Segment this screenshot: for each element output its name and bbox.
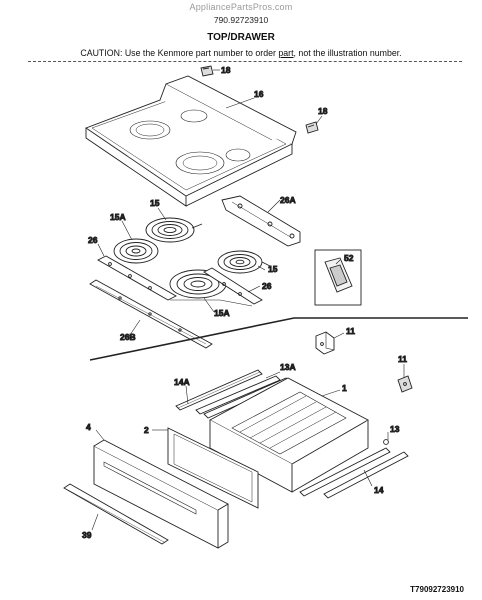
diagram-code: T79092723910 xyxy=(410,585,464,594)
callout-39: 39 xyxy=(82,530,92,540)
clip-part-18-right xyxy=(305,121,319,134)
trim-part-39 xyxy=(63,483,169,545)
drawer-front-part-4 xyxy=(93,439,229,549)
callout-13a: 13A xyxy=(280,362,296,372)
callout-26-left: 26 xyxy=(88,235,98,245)
callout-15a-bottom: 15A xyxy=(214,308,230,318)
callout-52: 52 xyxy=(344,253,354,263)
slide-part-13 xyxy=(299,439,391,497)
callout-11-top: 11 xyxy=(346,326,355,336)
callout-13: 13 xyxy=(390,424,400,434)
rail-part-26-right xyxy=(170,267,263,307)
bracket-part-11-right xyxy=(397,375,413,393)
element-part-15a-top xyxy=(113,238,159,264)
callout-11-right: 11 xyxy=(398,354,407,364)
element-part-15-right xyxy=(217,250,271,274)
header-divider xyxy=(28,61,462,62)
page-title: TOP/DRAWER xyxy=(207,32,275,43)
watermark-text: AppliancePartsPros.com xyxy=(189,2,293,12)
callout-4: 4 xyxy=(86,422,91,432)
caution-text-end: , not the illustration number. xyxy=(293,48,402,58)
clip-part-18-top xyxy=(200,65,214,77)
rail-part-14a xyxy=(175,369,263,411)
leader-lines xyxy=(91,69,405,531)
callout-15-top: 15 xyxy=(150,198,160,208)
rail-part-26-left xyxy=(97,255,177,301)
callout-14a: 14A xyxy=(174,377,190,387)
callout-16: 16 xyxy=(254,89,264,99)
callout-18-right: 18 xyxy=(318,106,328,116)
callout-18-top: 18 xyxy=(221,65,231,75)
bracket-part-26a xyxy=(221,195,301,247)
callout-26-right: 26 xyxy=(262,281,272,291)
section-divider xyxy=(89,317,468,361)
callout-14: 14 xyxy=(374,485,384,495)
bracket-part-11-top xyxy=(315,331,335,355)
model-number: 790.92723910 xyxy=(213,15,269,25)
caution-text-start: CAUTION: Use the Kenmore part number to … xyxy=(80,48,279,58)
callout-15a-top: 15A xyxy=(110,212,126,222)
control-part-52 xyxy=(314,249,362,306)
caution-note: CAUTION: Use the Kenmore part number to … xyxy=(0,48,482,58)
callout-26a: 26A xyxy=(280,195,296,205)
callout-26b: 26B xyxy=(120,332,136,342)
part-link[interactable]: part xyxy=(278,48,294,58)
drawer-body-part-1 xyxy=(209,377,369,493)
slide-part-14 xyxy=(323,451,409,499)
callout-15-right: 15 xyxy=(268,264,278,274)
drawer-panel-part-2 xyxy=(167,427,259,509)
callout-1: 1 xyxy=(342,383,347,393)
callout-2: 2 xyxy=(144,425,149,435)
cooktop-part-16 xyxy=(85,75,297,207)
element-part-15-top xyxy=(145,217,203,243)
trim-part-26b xyxy=(89,279,213,349)
